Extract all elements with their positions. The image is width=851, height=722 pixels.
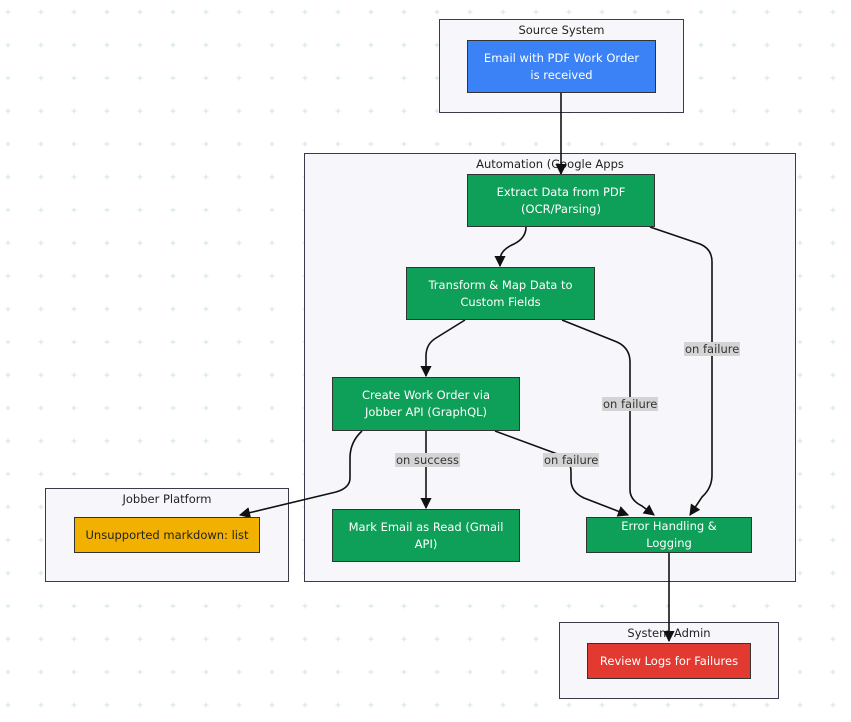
edge-label-create-failure: on failure xyxy=(543,453,600,467)
node-extract-data[interactable]: Extract Data from PDF (OCR/Parsing) xyxy=(467,174,655,227)
node-transform-map[interactable]: Transform & Map Data to Custom Fields xyxy=(406,267,595,320)
edge-extract-to-transform xyxy=(494,226,527,268)
edge-transform-to-error xyxy=(561,319,655,516)
cluster-label: Jobber Platform xyxy=(122,492,212,506)
edge-create-to-error xyxy=(494,430,630,517)
node-create-work-order[interactable]: Create Work Order via Jobber API (GraphQ… xyxy=(332,377,520,431)
node-email-received[interactable]: Email with PDF Work Order is received xyxy=(467,40,656,93)
edge-extract-to-error xyxy=(649,226,713,516)
node-error-handling[interactable]: Error Handling & Logging xyxy=(586,517,752,553)
node-unsupported-markdown[interactable]: Unsupported markdown: list xyxy=(74,517,260,553)
edge-create-to-jobber xyxy=(238,430,363,519)
node-mark-email-read[interactable]: Mark Email as Read (Gmail API) xyxy=(332,509,520,562)
edge-label-extract-failure: on failure xyxy=(684,342,741,356)
edge-transform-to-create xyxy=(420,319,466,378)
cluster-label: Automation (Google Apps xyxy=(476,157,624,171)
edge-label-transform-failure: on failure xyxy=(602,397,659,411)
edge-label-create-success: on success xyxy=(395,453,460,467)
node-review-logs[interactable]: Review Logs for Failures xyxy=(587,643,751,679)
cluster-label: Source System xyxy=(518,23,605,37)
